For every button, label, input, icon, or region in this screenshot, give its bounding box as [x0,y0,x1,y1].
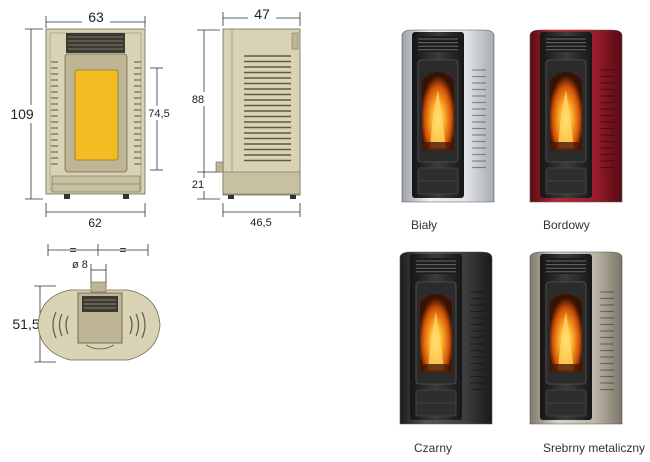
dim-top-depth: 51,5 [12,316,39,332]
stove-top-grill [414,258,458,274]
variant-white [401,29,495,203]
dim-top-equal-right: = [119,243,126,257]
variant-label-white: Biały [411,218,438,232]
stove-side-louvres [600,69,614,169]
stove-top-grill [416,36,460,52]
variant-bordeaux [529,29,623,203]
dim-top-equal-left: = [69,243,76,257]
variant-label-bordeaux: Bordowy [543,218,590,232]
dim-front-height: 109 [10,106,34,122]
dim-side-upper-height: 88 [192,94,204,106]
stove-side-louvres [600,291,614,391]
top-view: = = ø 8 51,5 [8,243,161,363]
dim-side-lower-height: 21 [192,179,204,191]
side-louvres [244,55,291,162]
variant-label-silver: Srebrny metaliczny [543,441,646,455]
variant-silver [529,251,623,425]
stove-top-grill [544,258,588,274]
variant-black [399,251,493,425]
dim-side-depth-bottom: 46,5 [250,217,271,229]
side-flue-outlet [215,161,224,173]
top-flue-pipe [90,281,107,293]
front-view: 63 109 74,5 62 [8,9,172,230]
stove-side-louvres [470,291,484,391]
front-top-grill [66,33,125,53]
side-body [222,28,301,196]
dim-front-width-bottom: 62 [88,216,102,230]
stove-side-louvres [472,69,486,169]
front-side-louvres [51,61,141,165]
dim-side-depth-top: 47 [254,6,270,22]
dim-front-width-top: 63 [88,9,104,25]
dim-top-flue-diameter: ø 8 [72,259,88,271]
dim-front-glass-height: 74,5 [148,108,169,120]
side-view: 47 88 21 46,5 [188,6,301,229]
variant-label-black: Czarny [414,441,453,455]
stove-top-grill [544,36,588,52]
front-glass [74,69,119,161]
